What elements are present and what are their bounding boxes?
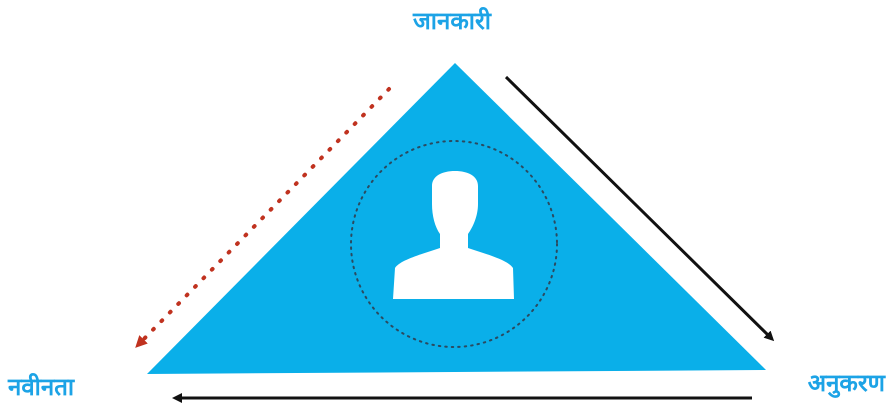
label-bottom-right: अनुकरण	[807, 369, 885, 397]
label-bottom-left: नवीनता	[8, 373, 75, 401]
left-dotted-arrow	[135, 87, 391, 348]
user-silhouette-icon	[393, 171, 514, 299]
dotted-circle	[350, 140, 558, 348]
right-side-arrow	[504, 75, 775, 342]
label-top: जानकारी	[412, 7, 492, 35]
